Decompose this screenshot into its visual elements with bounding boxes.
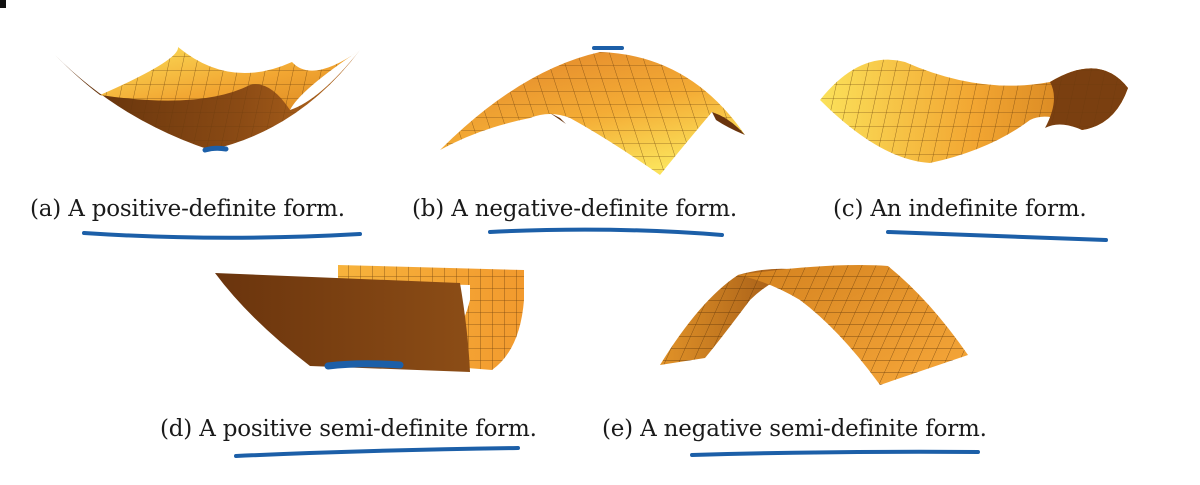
caption-a: (a) A positive-definite form. [30,196,345,222]
caption-e-text: negative semi-definite form. [663,416,987,442]
underline-b [488,227,724,237]
caption-e-tag: (e) [602,416,633,442]
surface-c-saddle [820,59,1128,164]
caption-b: (b) A negative-definite form. [412,196,737,222]
caption-b-article: A [451,196,468,222]
annotation-mark-a [202,145,229,153]
caption-e-article: A [640,416,657,442]
caption-c: (c) An indefinite form. [833,196,1087,222]
caption-e: (e) A negative semi-definite form. [602,416,987,442]
caption-c-tag: (c) [833,196,864,222]
underline-a [82,231,362,240]
surface-a-bowl [55,47,360,153]
caption-d-article: A [199,416,216,442]
caption-a-tag: (a) [30,196,62,222]
caption-d: (d) A positive semi-definite form. [160,416,537,442]
surface-b-dome [440,46,745,175]
underline-c [886,230,1108,242]
caption-a-text: positive-definite form. [91,196,345,222]
surface-d-trough [215,265,524,372]
underline-d [234,446,520,458]
caption-b-tag: (b) [412,196,445,222]
surface-e-ridge [660,265,968,385]
caption-c-text: indefinite form. [908,196,1087,222]
caption-d-text: positive semi-definite form. [222,416,537,442]
annotation-mark-d [324,360,404,370]
caption-d-tag: (d) [160,416,193,442]
corner-marker [0,0,6,8]
underline-e [690,449,980,457]
caption-b-text: negative-definite form. [474,196,737,222]
caption-a-article: A [68,196,85,222]
caption-underlines [82,227,1108,458]
caption-c-article: An [870,196,902,222]
